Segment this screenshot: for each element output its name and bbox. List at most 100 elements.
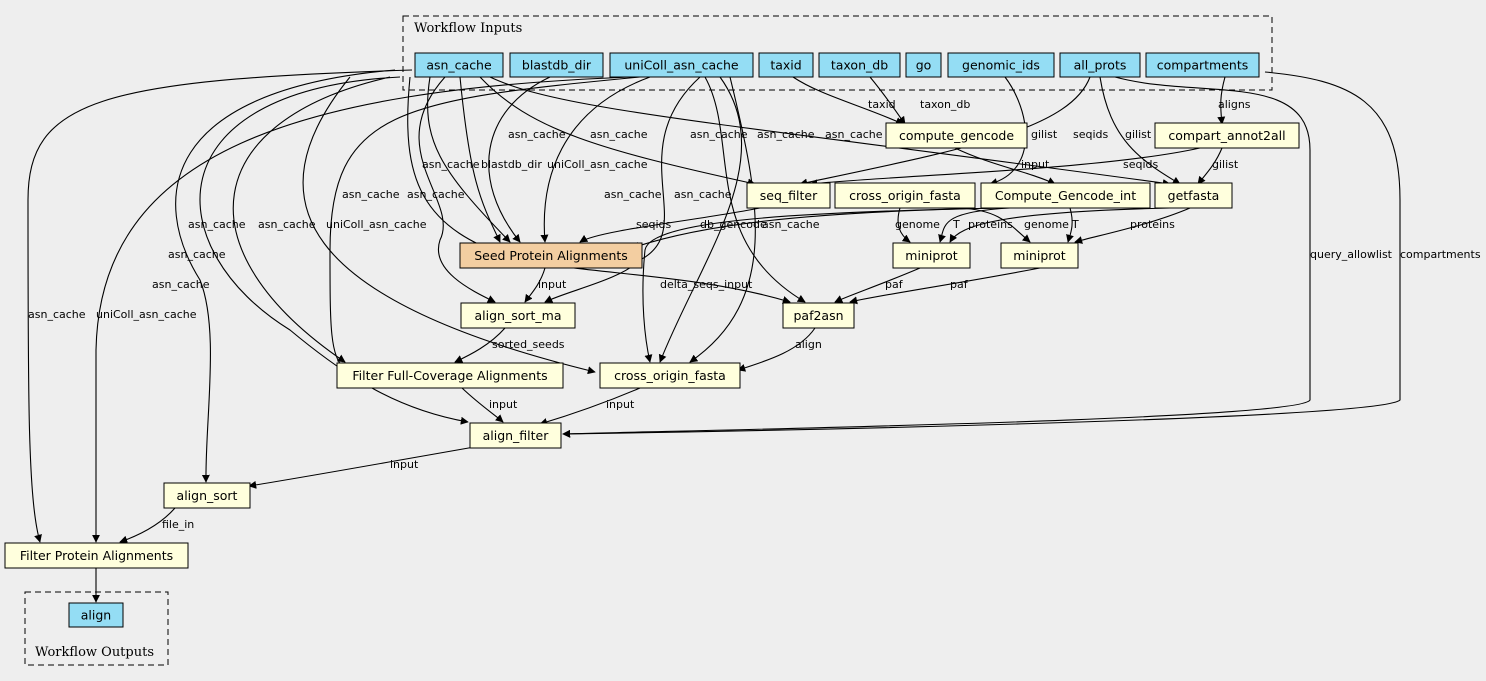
node-genomic-ids: genomic_ids <box>947 52 1055 78</box>
node-compart-annot2all: compart_annot2all <box>1154 122 1300 149</box>
edge-getfasta-miniprot1 <box>949 207 1171 243</box>
edge-label-unicoll-ffc: uniColl_asn_cache <box>326 218 427 231</box>
node-filter-protein-alignments: Filter Protein Alignments <box>4 542 189 569</box>
node-getfasta: getfasta <box>1154 182 1233 209</box>
edge-label-unicoll-seed: uniColl_asn_cache <box>547 158 648 171</box>
edge-label-proteins-1: proteins <box>968 218 1013 231</box>
edge-asncache-seed <box>427 76 511 243</box>
node-label-filter-full-coverage: Filter Full-Coverage Alignments <box>352 368 547 383</box>
node-box-go <box>905 52 942 78</box>
node-label-miniprot-2: miniprot <box>1013 248 1065 263</box>
edge-label-gilist-compart: gilist <box>1212 158 1239 171</box>
edge-label-asn-cache-m: asn_cache <box>168 248 226 261</box>
node-box-miniprot-2 <box>1000 242 1079 269</box>
edge-seed-alignsortma <box>524 267 546 303</box>
node-cross-origin-fasta-1: cross_origin_fasta <box>834 182 976 209</box>
node-box-compute-gencode <box>885 122 1028 149</box>
node-label-getfasta: getfasta <box>1168 188 1220 203</box>
edge-alignsort-fpa <box>119 507 176 544</box>
edge-label-asn-cache-j: asn_cache <box>762 218 820 231</box>
edge-compartannot-getfasta <box>1197 147 1223 185</box>
node-label-miniprot-1: miniprot <box>905 248 957 263</box>
edge-taxondb-compute-gencode <box>869 76 906 125</box>
node-label-compute-gencode: compute_gencode <box>899 128 1014 143</box>
edge-label-asn-cache-k: asn_cache <box>188 218 246 231</box>
node-label-align-sort-ma: align_sort_ma <box>475 308 562 323</box>
node-unicoll: uniColl_asn_cache <box>609 52 754 78</box>
edge-asncache-alignsortma <box>418 76 496 303</box>
edge-label-asn-cache-c: asn_cache <box>690 128 748 141</box>
edge-label-seqids-compart: seqids <box>1123 158 1159 171</box>
edge-cgi-miniprot1 <box>938 207 1011 243</box>
edge-label-align: align <box>795 338 822 351</box>
edge-label-unicoll-fpa: uniColl_asn_cache <box>96 308 197 321</box>
edge-miniprot1-paf2asn <box>834 267 921 303</box>
edge-unicoll-seed <box>540 76 651 243</box>
node-label-align-filter: align_filter <box>483 428 550 443</box>
edge-unicoll-fpa <box>92 76 631 543</box>
node-align-out: align <box>68 602 124 628</box>
node-box-asn-cache <box>414 52 504 78</box>
edge-label-proteins-2: proteins <box>1130 218 1175 231</box>
node-label-taxid: taxid <box>770 58 801 73</box>
edge-label-aligns: aligns <box>1218 98 1251 111</box>
edge-label-asn-cache-o: asn_cache <box>28 308 86 321</box>
edge-asncache-alignsort <box>175 69 396 483</box>
node-box-all-prots <box>1059 52 1141 78</box>
node-box-taxon-db <box>818 52 901 78</box>
node-seq-filter: seq_filter <box>746 182 831 209</box>
edge-asncache-crossorigin2 <box>658 76 743 363</box>
node-label-filter-protein-alignments: Filter Protein Alignments <box>20 548 173 563</box>
node-label-compart-annot2all: compart_annot2all <box>1168 128 1285 143</box>
node-box-paf2asn <box>782 302 855 329</box>
node-taxon-db: taxon_db <box>818 52 901 78</box>
node-miniprot-1: miniprot <box>892 242 971 269</box>
node-label-cross-origin-fasta-1: cross_origin_fasta <box>849 188 961 203</box>
edge-label-asn-cache-g: asn_cache <box>407 188 465 201</box>
edge-label-asn-cache-e: asn_cache <box>825 128 883 141</box>
edge-label-blastdb-dir: blastdb_dir <box>481 158 542 171</box>
node-go: go <box>905 52 942 78</box>
node-filter-full-coverage: Filter Full-Coverage Alignments <box>336 362 564 389</box>
edge-label-delta-seqs-input: delta_seqs_input <box>660 278 753 291</box>
edge-asncache-fpa <box>27 69 413 543</box>
edge-label-asn-cache-h: asn_cache <box>604 188 662 201</box>
edge-paf2asn-crossorigin2 <box>737 327 816 372</box>
node-label-seq-filter: seq_filter <box>760 188 818 203</box>
edge-label-query-allowlist: query_allowlist <box>1310 248 1393 261</box>
edge-label-paf-1: paf <box>885 278 904 291</box>
edge-asncache-getfasta <box>489 76 1171 187</box>
edge-asncache-seqfilter <box>479 76 756 187</box>
node-label-unicoll: uniColl_asn_cache <box>624 58 739 73</box>
node-all-prots: all_prots <box>1059 52 1141 78</box>
edge-label-gilist-gencode: gilist <box>1031 128 1058 141</box>
edge-label-taxid: taxid <box>868 98 896 111</box>
node-label-cross-origin-fasta-2: cross_origin_fasta <box>614 368 726 383</box>
edge-label-compartments: compartments <box>1400 248 1481 261</box>
node-compartments: compartments <box>1145 52 1260 78</box>
edge-crossorigin2-alignfilter <box>539 387 641 426</box>
node-box-miniprot-1 <box>892 242 971 269</box>
node-box-filter-protein-alignments <box>4 542 189 569</box>
edge-label-input-cgi: input <box>1021 158 1050 171</box>
node-box-seq-filter <box>746 182 831 209</box>
node-box-unicoll <box>609 52 754 78</box>
node-label-compute-gencode-int: Compute_Gencode_int <box>995 188 1136 203</box>
edge-compartments-alignfilter <box>562 71 1401 438</box>
edge-label-t-1: T <box>952 218 960 231</box>
node-box-blastdb-dir <box>509 52 604 78</box>
edge-label-asn-cache-i: asn_cache <box>674 188 732 201</box>
edge-unicoll-crossorigin2 <box>689 76 756 363</box>
node-compute-gencode: compute_gencode <box>885 122 1028 149</box>
edge-compartannot-seqfilter <box>809 147 1201 188</box>
edge-label-t-2: T <box>1071 218 1079 231</box>
node-box-filter-full-coverage <box>336 362 564 389</box>
node-miniprot-2: miniprot <box>1000 242 1079 269</box>
node-compute-gencode-int: Compute_Gencode_int <box>980 182 1151 209</box>
node-box-align-sort <box>163 482 251 509</box>
edge-label-asn-cache-d: asn_cache <box>757 128 815 141</box>
edge-label-paf-2: paf <box>950 278 969 291</box>
edge-label-db-gencode: db_gencode <box>700 218 767 231</box>
edge-label-input-af-1: input <box>489 398 518 411</box>
edge-label-asn-cache-a: asn_cache <box>508 128 566 141</box>
